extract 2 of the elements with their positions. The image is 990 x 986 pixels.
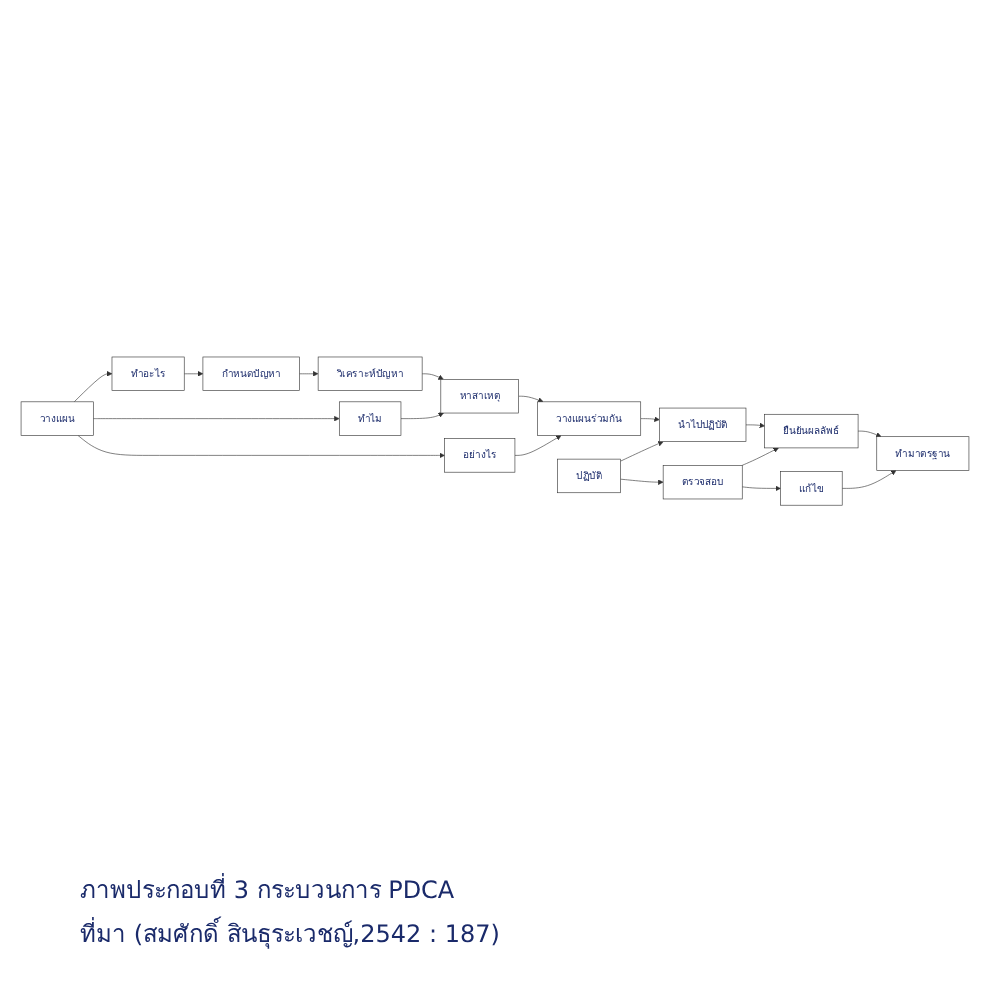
source-note: ที่มา (สมศักดิ์ สินธุระเวชญ์,2542 : 187) (80, 914, 502, 952)
caption: ภาพประกอบที่ 3 กระบวนการ PDCA (80, 871, 457, 908)
